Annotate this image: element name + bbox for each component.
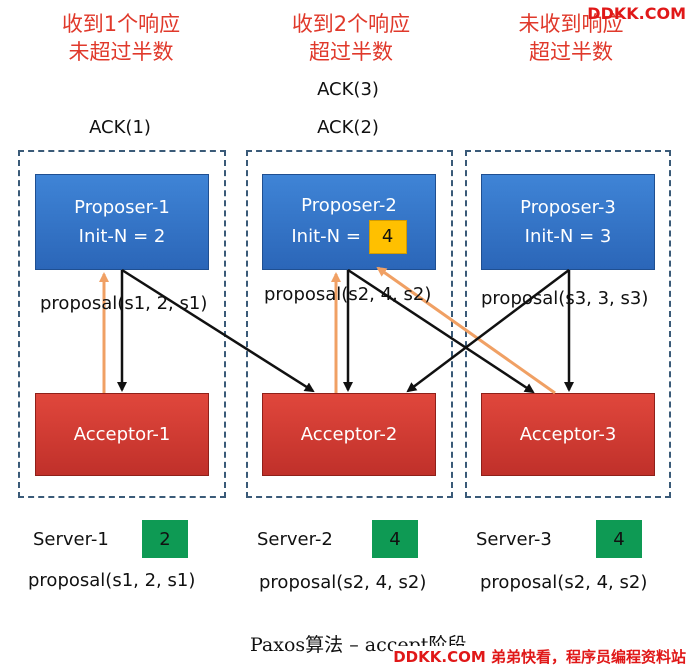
acceptor-1-box: Acceptor-1 <box>35 393 209 476</box>
acceptor-3-name: Acceptor-3 <box>519 424 617 445</box>
proposer-1-init: Init-N = 2 <box>78 226 166 247</box>
status-label-2-line2: 超过半数 <box>309 40 393 64</box>
server-1-proposal: proposal(s1, 2, s1) <box>28 570 196 591</box>
status-label-1: 收到1个响应 未超过半数 <box>26 10 216 66</box>
acceptor-2-name: Acceptor-2 <box>300 424 398 445</box>
status-label-3-line2: 超过半数 <box>529 40 613 64</box>
ack-arrow-acceptor3-to-proposer2 <box>376 266 556 395</box>
proposer-3-name: Proposer-3 <box>520 197 616 218</box>
accept-arrow-proposer1-to-acceptor2 <box>121 268 315 393</box>
server-3-value: 4 <box>596 520 642 558</box>
proposal-label-1: proposal(s1, 2, s1) <box>40 293 208 314</box>
watermark-bottom: DDKK.COM 弟弟快看，程序员编程资料站 <box>393 646 686 667</box>
acceptor-3-box: Acceptor-3 <box>481 393 655 476</box>
server-group-2 <box>246 150 453 498</box>
server-3-name: Server-3 <box>476 529 552 550</box>
accept-arrow-proposer2-to-acceptor3 <box>347 268 535 394</box>
server-group-1 <box>18 150 226 498</box>
proposer-2-box: Proposer-2 Init-N = 4 <box>262 174 436 270</box>
proposer-2-highlight-value: 4 <box>368 219 407 254</box>
status-label-3-line1: 未收到响应 <box>518 12 624 36</box>
proposal-label-3: proposal(s3, 3, s3) <box>481 288 649 309</box>
server-1-value: 2 <box>142 520 188 558</box>
watermark-top: DDKK.COM <box>587 4 686 23</box>
status-label-2: 收到2个响应 超过半数 <box>256 10 446 66</box>
proposer-2-init: Init-N = <box>291 226 367 247</box>
ack-1-label: ACK(1) <box>89 117 151 138</box>
server-3-proposal: proposal(s2, 4, s2) <box>480 572 648 593</box>
server-2-value: 4 <box>372 520 418 558</box>
acceptor-1-name: Acceptor-1 <box>73 424 171 445</box>
proposer-3-box: Proposer-3 Init-N = 3 <box>481 174 655 270</box>
server-2-name: Server-2 <box>257 529 333 550</box>
server-2-proposal: proposal(s2, 4, s2) <box>259 572 427 593</box>
ack-2-label: ACK(2) <box>317 117 379 138</box>
server-group-3 <box>465 150 671 498</box>
status-label-1-line1: 收到1个响应 <box>61 12 181 36</box>
proposer-2-name: Proposer-2 <box>301 194 397 216</box>
proposer-1-name: Proposer-1 <box>74 197 170 218</box>
status-label-3: 未收到响应 超过半数 <box>476 10 666 66</box>
accept-arrow-proposer3-to-acceptor2 <box>406 269 570 393</box>
acceptor-2-box: Acceptor-2 <box>262 393 436 476</box>
proposer-2-init-row: Init-N = 4 <box>291 219 407 254</box>
ack-3-label: ACK(3) <box>317 79 379 100</box>
server-1-name: Server-1 <box>33 529 109 550</box>
proposer-1-box: Proposer-1 Init-N = 2 <box>35 174 209 270</box>
status-label-1-line2: 未超过半数 <box>68 40 174 64</box>
proposal-label-2: proposal(s2, 4, s2) <box>264 284 432 305</box>
proposer-3-init: Init-N = 3 <box>524 226 612 247</box>
status-label-2-line1: 收到2个响应 <box>291 12 411 36</box>
